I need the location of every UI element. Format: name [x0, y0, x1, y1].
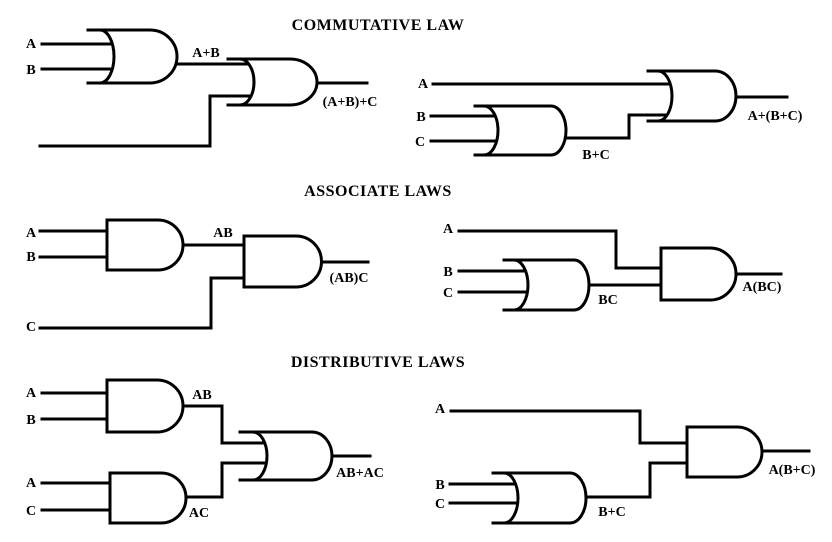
wire-input-a-step — [449, 409, 693, 445]
or-gate-2 — [657, 69, 738, 123]
label-output: A(B+C) — [769, 463, 816, 478]
label-output: AB+AC — [336, 466, 384, 481]
label-input-b: B — [416, 110, 425, 125]
label-input-a1: A — [26, 386, 37, 401]
label-input-c: C — [415, 135, 425, 150]
label-input-b: B — [26, 63, 35, 78]
circuit-commutative-right: A B C B+C A+(B+C) — [415, 69, 803, 163]
or-gate — [503, 471, 588, 525]
label-b-plus-c: B+C — [598, 505, 625, 520]
or-gate-1-tails — [86, 28, 102, 85]
circuit-commutative-left: A B A+B (A+B)+C — [26, 28, 378, 148]
or-gate-tails — [238, 430, 255, 482]
and-gate — [659, 246, 738, 302]
circuit-associate-right: A B C BC A(BC) — [443, 222, 783, 312]
label-input-c: C — [26, 504, 36, 519]
or-gate-2-tails — [226, 57, 242, 107]
wire-b-plus-c-step — [553, 113, 672, 140]
circuit-associate-left: A B C AB (AB)C — [26, 218, 370, 335]
label-ab: AB — [192, 388, 211, 403]
heading-associate-laws: ASSOCIATE LAWS — [304, 183, 452, 200]
wire-input-a-step — [457, 229, 665, 270]
or-gate — [252, 430, 334, 482]
label-input-c: C — [443, 286, 453, 301]
label-input-a: A — [435, 402, 446, 417]
label-b-plus-c: B+C — [582, 148, 609, 163]
label-input-a: A — [26, 226, 37, 241]
and-gate-1 — [105, 378, 185, 434]
label-input-b: B — [435, 478, 444, 493]
label-output: (AB)C — [330, 271, 369, 286]
wire-input-c-step — [38, 94, 256, 148]
wire-ab-step — [173, 404, 268, 445]
label-output: (A+B)+C — [323, 95, 378, 110]
or-gate-bc — [513, 258, 591, 312]
label-input-a: A — [443, 222, 454, 237]
and-gate-2 — [108, 471, 188, 525]
and-gate — [685, 425, 764, 479]
label-input-b: B — [26, 250, 35, 265]
and-gate-2 — [242, 234, 323, 289]
or-gate-2 — [239, 57, 319, 107]
label-ab: AB — [213, 226, 232, 241]
or-gate-tails — [502, 258, 516, 312]
and-gate-1 — [105, 218, 185, 272]
label-input-c: C — [435, 497, 445, 512]
or-gate-tails — [491, 471, 506, 525]
label-input-a: A — [418, 77, 429, 92]
or-gate-1 — [483, 104, 568, 157]
label-a-plus-b: A+B — [192, 46, 219, 61]
label-bc: BC — [598, 293, 617, 308]
wire-input-c-step — [38, 276, 248, 330]
circuit-distributive-right: A B C B+C A(B+C) — [435, 402, 816, 525]
label-input-a2: A — [26, 476, 37, 491]
label-input-c: C — [26, 320, 36, 335]
wire-b-plus-c-step — [574, 461, 693, 499]
wire-ac-step — [176, 461, 270, 499]
label-input-a: A — [26, 37, 37, 52]
or-gate-1 — [99, 28, 179, 85]
label-ac: AC — [189, 506, 209, 521]
heading-commutative-law: COMMUTATIVE LAW — [292, 17, 465, 34]
heading-distributive-laws: DISTRIBUTIVE LAWS — [291, 354, 465, 371]
or-gate-2-tails — [646, 69, 660, 123]
label-output: A(BC) — [743, 280, 782, 295]
label-input-b: B — [26, 413, 35, 428]
label-output: A+(B+C) — [748, 109, 803, 124]
circuit-distributive-left: A B AB A C AC AB+AC — [26, 378, 384, 525]
or-gate-1-tails — [473, 104, 486, 157]
label-input-b: B — [443, 265, 452, 280]
